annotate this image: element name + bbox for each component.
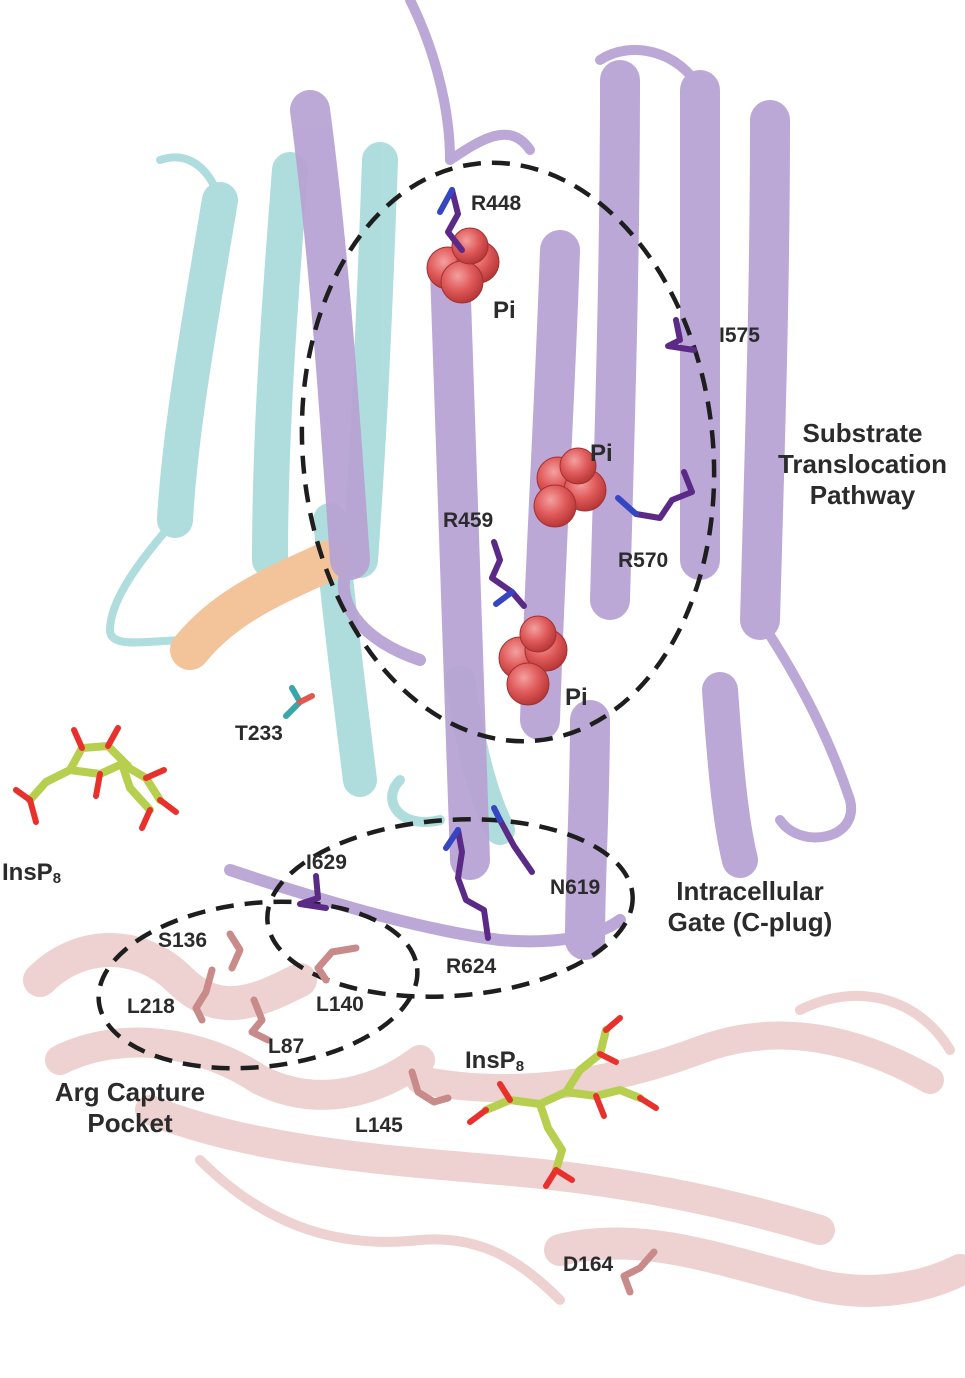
insp8-ligand-top	[13, 725, 179, 831]
label-insp8-top: InsP8	[2, 859, 61, 887]
spx-helix-d	[406, 1021, 944, 1103]
d164-sticks	[620, 1248, 658, 1296]
substrate-pathway-outline	[299, 160, 717, 744]
label-pi-3: Pi	[565, 684, 588, 711]
purple-loop-right	[755, 615, 857, 843]
insp8-top-base: InsP	[2, 859, 53, 886]
purple-helix-8	[702, 672, 758, 878]
label-arg-capture-pocket: Arg Capture Pocket	[54, 1077, 206, 1138]
label-t233: T233	[235, 722, 283, 745]
label-r459: R459	[443, 509, 494, 532]
label-i575: I575	[719, 324, 760, 347]
label-pi-1: Pi	[493, 297, 516, 324]
label-insp8-bottom: InsP8	[465, 1047, 524, 1075]
purple-loop-top-1	[405, 0, 455, 165]
cyan-loop-2	[105, 516, 194, 647]
spx-loop-b	[795, 991, 955, 1055]
r459-sticks	[489, 539, 527, 609]
spx-domain	[23, 933, 965, 1307]
label-substrate-pathway: Substrate Translocation Pathway	[777, 418, 948, 510]
purple-helix-7	[565, 700, 610, 960]
n619-sticks	[497, 817, 535, 875]
arg-capture-pocket-outline	[96, 899, 420, 1071]
spx-helix-a	[23, 933, 317, 1020]
phosphate-1	[426, 227, 500, 304]
label-r448: R448	[471, 192, 522, 215]
l87-sticks	[248, 996, 272, 1044]
label-pi-2: Pi	[590, 440, 613, 467]
label-s136: S136	[158, 929, 208, 952]
label-l218: L218	[127, 995, 175, 1018]
intracellular-gate-outline	[265, 817, 635, 999]
i629-sticks	[297, 873, 329, 911]
r448-sticks	[445, 187, 465, 253]
cyan-helix-1	[157, 182, 238, 538]
cyan-helix-2	[252, 152, 308, 578]
purple-residue-sticks	[297, 187, 697, 941]
label-l87: L87	[268, 1035, 305, 1058]
label-l140: L140	[316, 993, 364, 1016]
s136-sticks	[226, 930, 244, 972]
phosphate-2	[533, 447, 607, 528]
purple-helix-4	[590, 60, 640, 620]
spx-loop-a	[195, 1155, 565, 1305]
label-i629: I629	[306, 851, 347, 874]
label-intracellular-gate: Intracellular Gate (C-plug)	[667, 876, 833, 937]
cyan-loop-3	[387, 775, 445, 827]
insp8-ligand-bottom	[467, 1015, 659, 1189]
purple-loop-top-3	[595, 45, 705, 95]
label-r570: R570	[618, 549, 669, 572]
purple-loop-mid	[337, 554, 426, 666]
r570-sticks	[633, 469, 695, 521]
r624-sticks	[455, 827, 491, 941]
purple-helix-6	[740, 100, 790, 640]
pink-residue-sticks	[192, 930, 658, 1296]
label-n619: N619	[550, 876, 601, 899]
purple-loop-top-2	[445, 129, 535, 165]
region-outlines	[96, 160, 717, 1071]
label-d164: D164	[563, 1253, 614, 1276]
blue-nitrogen-tips	[437, 187, 639, 851]
phosphate-3	[498, 615, 568, 706]
orange-helix	[170, 540, 350, 670]
label-l145: L145	[355, 1114, 403, 1137]
purple-helix-1	[290, 90, 370, 580]
l140-sticks	[314, 944, 360, 984]
l145-sticks	[408, 1068, 452, 1106]
insp8-top-sub: 8	[52, 870, 62, 887]
i575-sticks	[665, 317, 697, 353]
purple-tm-domain	[224, 0, 857, 960]
l218-sticks	[192, 966, 216, 1024]
spx-helix-e	[544, 1227, 965, 1307]
purple-helix-2	[430, 250, 490, 880]
t233-sticks	[283, 685, 315, 719]
label-r624: R624	[446, 955, 497, 978]
cyan-loop-1	[156, 153, 224, 204]
insp8-bottom-base: InsP	[465, 1047, 516, 1074]
purple-c-tail	[224, 864, 626, 948]
spx-helix-b	[45, 1027, 435, 1110]
insp8-bottom-sub: 8	[515, 1058, 525, 1075]
spx-helix-c	[135, 1095, 835, 1245]
orange-helix-body	[170, 540, 350, 670]
